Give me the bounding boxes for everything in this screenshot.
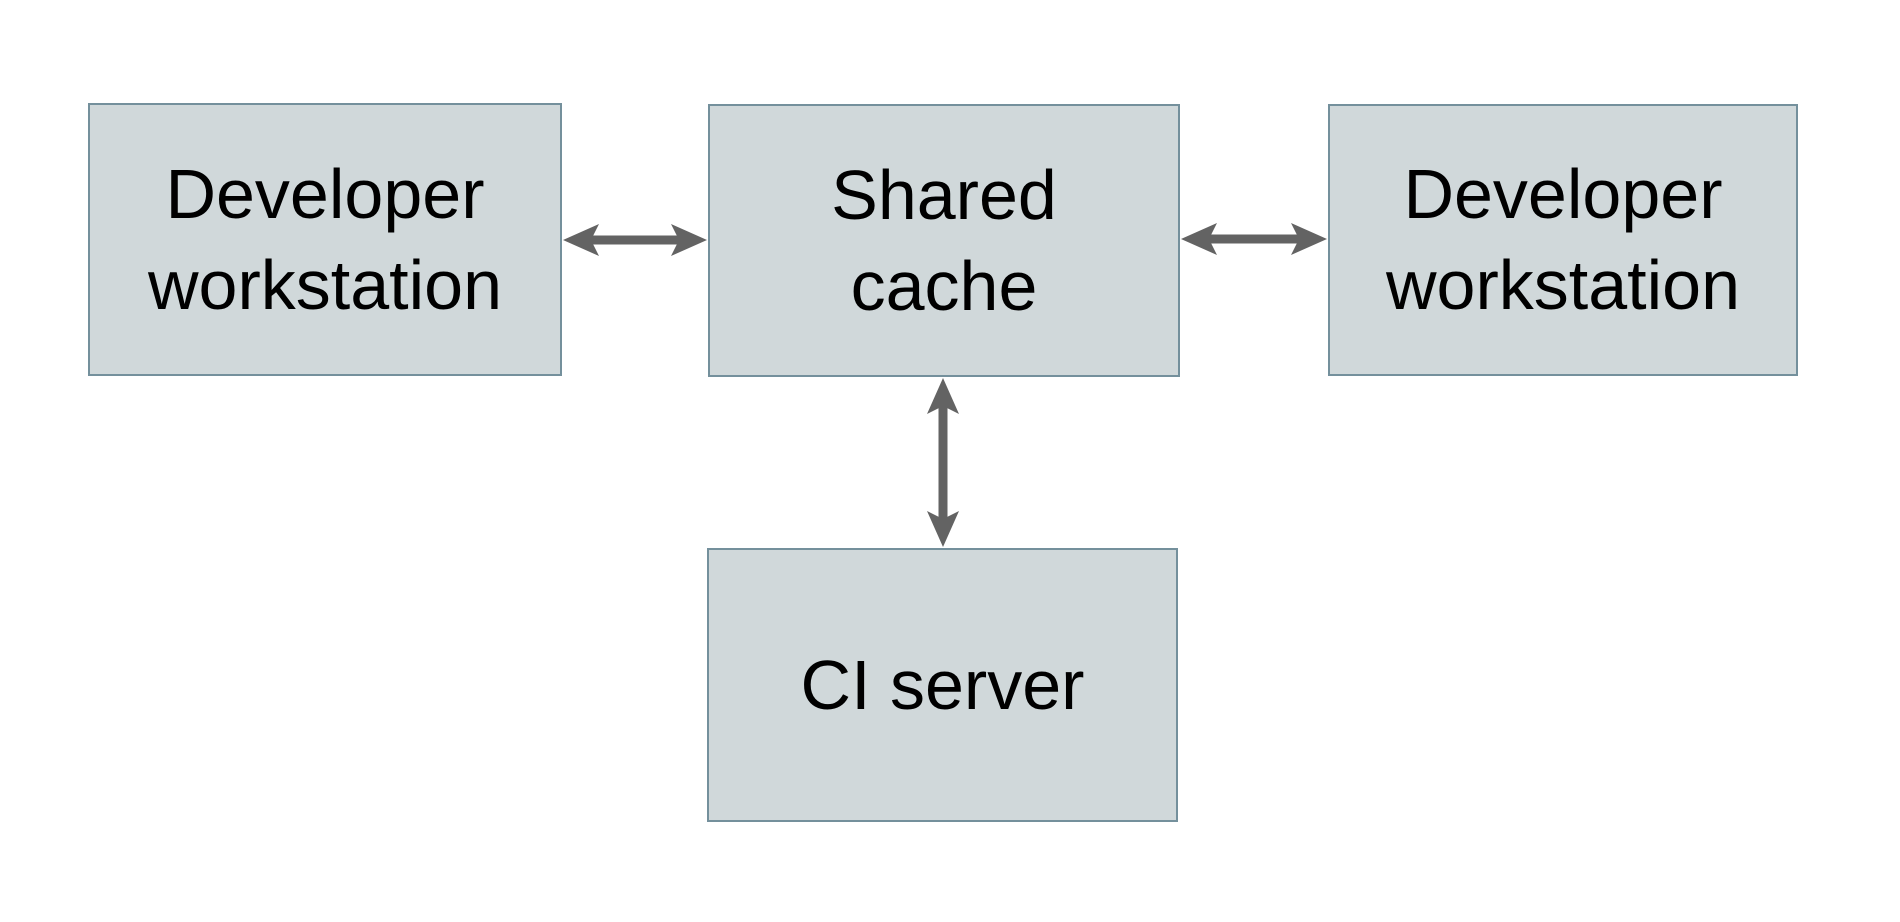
node-label-line: Developer [165, 154, 485, 233]
bidirectional-arrow-left-icon [562, 218, 708, 262]
node-label-line: Shared [831, 155, 1057, 234]
node-ci-server: CI server [707, 548, 1178, 822]
node-label-line: CI server [800, 645, 1085, 724]
bidirectional-arrow-right-icon [1180, 217, 1328, 261]
node-shared-cache: Shared cache [708, 104, 1180, 377]
node-developer-workstation-right: Developer workstation [1328, 104, 1798, 376]
node-label-line: Developer [1403, 155, 1723, 233]
bidirectional-arrow-vertical-icon [921, 377, 965, 548]
node-label-line: workstation [1385, 246, 1741, 324]
node-label-line: workstation [147, 245, 503, 324]
node-label-line: cache [850, 246, 1038, 325]
node-developer-workstation-left: Developer workstation [88, 103, 562, 376]
